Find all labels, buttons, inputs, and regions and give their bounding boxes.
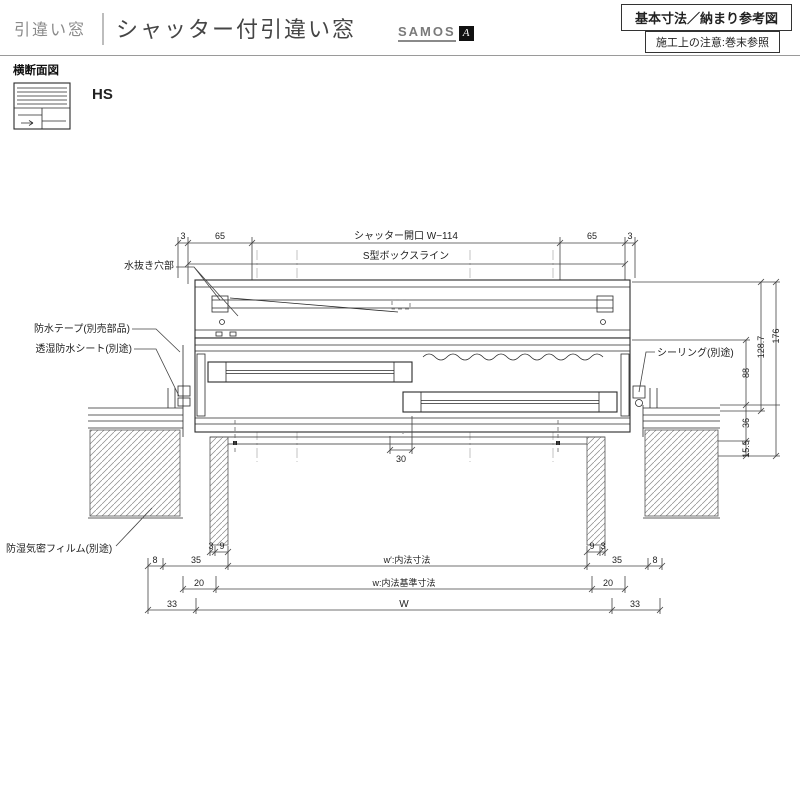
backer-rod — [635, 399, 643, 407]
sheet-label: 透湿防水シート(別途) — [35, 342, 132, 355]
dim-3-right: 3 — [627, 231, 632, 241]
icon-sashes — [14, 107, 70, 129]
screen-wave-line — [422, 353, 604, 361]
bottom-dimensions: 30 3 9 9 3 8 35 w′:内法寸法 35 8 20 w:内法基準寸法… — [144, 416, 666, 614]
dim-r3: 3 — [600, 541, 605, 551]
outer-sash — [207, 361, 413, 383]
dim-l20: 20 — [194, 578, 204, 588]
dim-r33: 33 — [630, 599, 640, 609]
dim-r35: 35 — [612, 555, 622, 565]
dim-65-right: 65 — [587, 231, 597, 241]
dim-l8: 8 — [152, 555, 157, 565]
construction-note-box: 施工上の注意:巻末参照 — [644, 31, 780, 53]
drain-hole-1 — [215, 331, 223, 337]
drain-hole-2 — [229, 331, 237, 337]
brand-logo: SAMOS A — [398, 24, 474, 42]
dim-15-5: 15.5 — [741, 440, 751, 458]
dim-88: 88 — [741, 368, 751, 378]
dim-30: 30 — [396, 454, 406, 464]
drain-label: 水抜き穴部 — [124, 259, 174, 272]
film-leader — [115, 507, 153, 547]
right-jamb — [620, 353, 630, 417]
dim-w-std: w:内法基準寸法 — [371, 577, 435, 588]
right-dimensions: 88 36 15.5 128.7 176 — [632, 278, 781, 460]
waterproof-tape-detail — [177, 385, 191, 397]
inner-glass — [421, 400, 599, 404]
s-box-line-label: S型ボックスライン — [363, 249, 449, 262]
dim-l35: 35 — [191, 555, 201, 565]
dim-128-7: 128.7 — [756, 336, 766, 359]
brand-name: SAMOS — [398, 24, 456, 42]
sealing-leader — [638, 351, 655, 393]
right-wall-core — [644, 429, 719, 517]
drain-leader — [176, 266, 239, 317]
left-stud — [209, 436, 229, 546]
icon-shutter-slats — [17, 87, 67, 105]
sealing-label: シーリング(別途) — [657, 346, 734, 359]
dim-l33: 33 — [167, 599, 177, 609]
screw-left — [219, 319, 225, 325]
top-dimensions: 3 65 シャッター開口 W−114 65 3 S型ボックスライン — [174, 230, 639, 284]
shutter-opening-label: シャッター開口 W−114 — [354, 230, 458, 242]
header-divider — [102, 13, 104, 45]
dim-36: 36 — [741, 418, 751, 428]
tape-label: 防水テープ(別売部品) — [34, 322, 130, 335]
tape-leader — [132, 328, 181, 353]
dim-r9: 9 — [589, 541, 594, 551]
shutter-curtain-line — [229, 297, 399, 313]
outer-glass — [226, 370, 394, 374]
window-type-icon — [13, 82, 71, 130]
shutter-center-detail — [391, 299, 411, 310]
sealing-detail — [632, 385, 646, 399]
dim-w-inner: w′:内法寸法 — [383, 554, 431, 565]
dim-W: W — [399, 599, 409, 610]
dim-l9: 9 — [219, 541, 224, 551]
dim-r20: 20 — [603, 578, 613, 588]
shutter-box — [194, 279, 631, 339]
left-jamb — [196, 353, 206, 417]
right-wall-layers — [643, 407, 720, 519]
waterproof-sheet-detail — [177, 397, 191, 407]
left-wall-layers — [88, 407, 183, 519]
dim-65-left: 65 — [215, 231, 225, 241]
icon-type-label: HS — [92, 86, 113, 103]
dim-176: 176 — [771, 328, 781, 343]
callouts: 水抜き穴部 防水テープ(別売部品) 透湿防水シート(別途) シーリング(別途) … — [6, 259, 734, 555]
dim-r8: 8 — [652, 555, 657, 565]
page-title: シャッター付引違い窓 — [116, 17, 357, 42]
walls — [88, 407, 720, 546]
window-frame — [182, 337, 644, 452]
inner-sash — [402, 391, 618, 413]
sheet-leader — [134, 348, 180, 397]
brand-badge: A — [458, 25, 474, 41]
header-rule — [0, 55, 800, 56]
reference-title-box: 基本寸法／納まり参考図 — [620, 4, 792, 31]
icon-slide-arrow — [21, 120, 34, 126]
dim-l3: 3 — [208, 541, 213, 551]
left-wall-core — [89, 429, 181, 517]
right-stud — [586, 436, 606, 546]
dim-3-left: 3 — [180, 231, 185, 241]
shutter-guide-right — [596, 295, 614, 313]
film-label: 防湿気密フィルム(別途) — [6, 542, 112, 555]
seals — [167, 385, 658, 408]
cross-section-label: 横断面図 — [13, 65, 59, 77]
window-category-label: 引違い窓 — [14, 22, 87, 39]
screw-right — [600, 319, 606, 325]
